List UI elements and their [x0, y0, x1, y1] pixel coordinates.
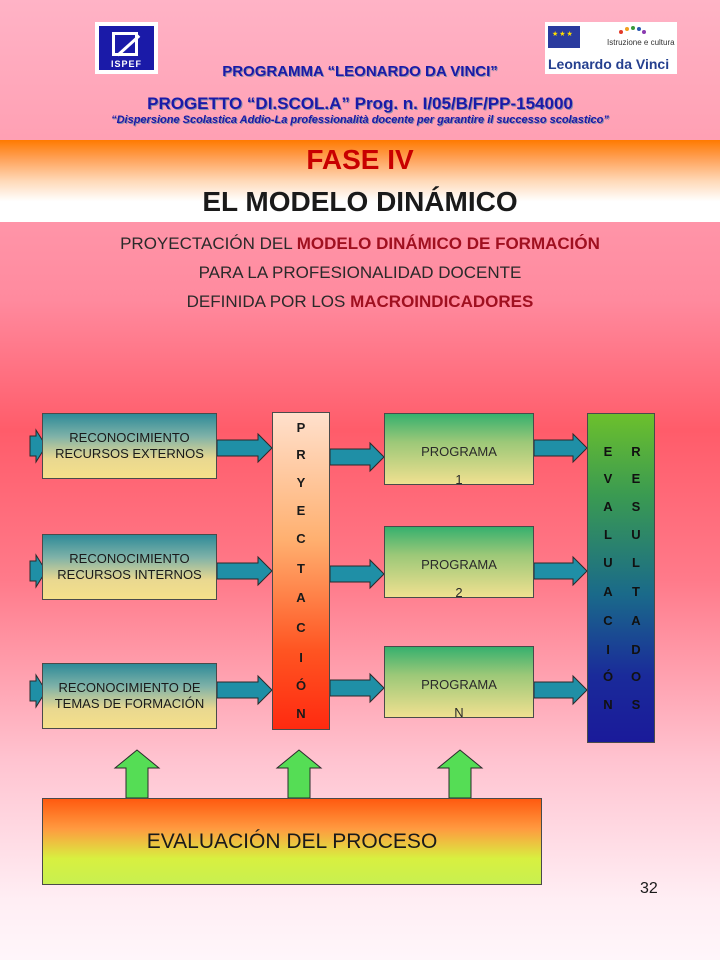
result-letter: S [631, 697, 641, 712]
programa-label: PROGRAMA [421, 557, 497, 572]
page-title: EL MODELO DINÁMICO [202, 186, 518, 217]
rec-to-proy-arrow-2 [216, 555, 273, 587]
result-letter: R [631, 444, 641, 459]
header-programme: PROGRAMMA “LEONARDO DA VINCI” [222, 63, 498, 80]
subtitle-line-1: PROYECTACIÓN DEL MODELO DINÁMICO DE FORM… [0, 234, 720, 254]
eval-letter: A [603, 499, 613, 514]
evaluacion-resultados-box: E V A L U A C I Ó N R E S U L T A D O S [587, 413, 655, 743]
up-arrow-1 [113, 749, 161, 799]
prog-to-eval-arrow-2 [533, 555, 588, 587]
ispef-logo-mark: ISPEF [99, 26, 154, 70]
proy-to-prog-arrow-2 [329, 558, 385, 590]
proy-letter: Y [296, 475, 306, 490]
leonardo-da-vinci-logo: Istruzione e cultura Leonardo da Vinci [545, 22, 677, 74]
proy-letter: I [299, 650, 303, 665]
header-project: PROGETTO “DI.SCOL.A” Prog. n. I/05/B/F/P… [147, 94, 573, 113]
programa-label: PROGRAMA [421, 444, 497, 459]
result-letter: L [632, 555, 640, 570]
ispef-logo-square-icon [112, 32, 138, 56]
result-letter: A [631, 613, 641, 628]
proy-letter: C [296, 620, 306, 635]
ispef-logo: ISPEF [95, 22, 158, 74]
proy-letter: C [296, 531, 306, 546]
entry-arrow-2 [29, 553, 47, 589]
proy-to-prog-arrow-1 [329, 441, 385, 473]
proyectacion-box: P R Y E C T A C I Ó N [272, 412, 330, 730]
eval-letter: E [603, 444, 613, 459]
result-letter: D [631, 642, 641, 657]
subtitle-line-3-highlight: MACROINDICADORES [350, 292, 534, 311]
result-letter: T [632, 584, 640, 599]
subtitle-line-3: DEFINIDA POR LOS MACROINDICADORES [0, 292, 720, 312]
leonardo-swirl-icon [619, 26, 646, 34]
programa-number: 1 [455, 472, 463, 487]
entry-arrow-1 [29, 428, 47, 464]
up-arrow-2 [275, 749, 323, 799]
eval-letter: U [603, 555, 613, 570]
leonardo-logo-name: Leonardo da Vinci [548, 56, 670, 72]
eu-flag-icon [548, 26, 580, 48]
leonardo-logo-subtitle: Istruzione e cultura [607, 38, 675, 47]
eval-letter: C [603, 613, 613, 628]
result-letter: U [631, 527, 641, 542]
eval-letter: A [603, 584, 613, 599]
proy-letter: A [296, 590, 306, 605]
programa-number: 2 [455, 585, 463, 600]
eval-letter: V [603, 471, 613, 486]
ispef-logo-text: ISPEF [110, 59, 142, 69]
entry-arrow-3 [29, 673, 47, 709]
result-letter: O [630, 669, 642, 684]
proy-letter: T [297, 561, 305, 576]
subtitle-line-2: PARA LA PROFESIONALIDAD DOCENTE [198, 263, 522, 282]
phase-title: FASE IV [306, 144, 414, 175]
rec-to-proy-arrow-1 [216, 432, 273, 464]
subtitle-line-3-text: DEFINIDA POR LOS [186, 292, 351, 311]
eval-letter: L [604, 527, 612, 542]
header-project-description: “Dispersione Scolastica Addio-La profess… [111, 114, 609, 126]
reconocimiento-externos-box: RECONOCIMIENTO RECURSOS EXTERNOS [42, 413, 217, 479]
prog-to-eval-arrow-3 [533, 674, 588, 706]
rec-to-proy-arrow-3 [216, 674, 273, 706]
eval-letter: N [603, 697, 613, 712]
reconocimiento-internos-box: RECONOCIMIENTO RECURSOS INTERNOS [42, 534, 217, 600]
reconocimiento-temas-box: RECONOCIMIENTO DE TEMAS DE FORMACIÓN [42, 663, 217, 729]
proy-letter: Ó [295, 678, 307, 693]
result-letter: E [631, 471, 641, 486]
page-number: 32 [640, 880, 658, 897]
eval-letter: I [606, 642, 610, 657]
result-letter: S [631, 499, 641, 514]
programa-n-box: PROGRAMA N [384, 646, 534, 720]
prog-to-eval-arrow-1 [533, 432, 588, 464]
proy-letter: N [296, 706, 306, 721]
eval-letter: Ó [602, 669, 614, 684]
up-arrow-3 [436, 749, 484, 799]
programa-label: PROGRAMA [421, 677, 497, 692]
subtitle-line-1-highlight: MODELO DINÁMICO DE FORMACIÓN [296, 234, 600, 253]
programa-2-box: PROGRAMA 2 [384, 526, 534, 600]
programa-1-box: PROGRAMA 1 [384, 413, 534, 487]
subtitle-line-1-text: PROYECTACIÓN DEL [120, 234, 297, 253]
proy-letter: R [296, 447, 306, 462]
proy-letter: E [296, 503, 306, 518]
programa-number: N [454, 705, 464, 720]
evaluacion-proceso-box: EVALUACIÓN DEL PROCESO [42, 798, 542, 885]
proy-to-prog-arrow-3 [329, 672, 385, 704]
proy-letter: P [296, 420, 306, 435]
title-band [0, 140, 720, 222]
